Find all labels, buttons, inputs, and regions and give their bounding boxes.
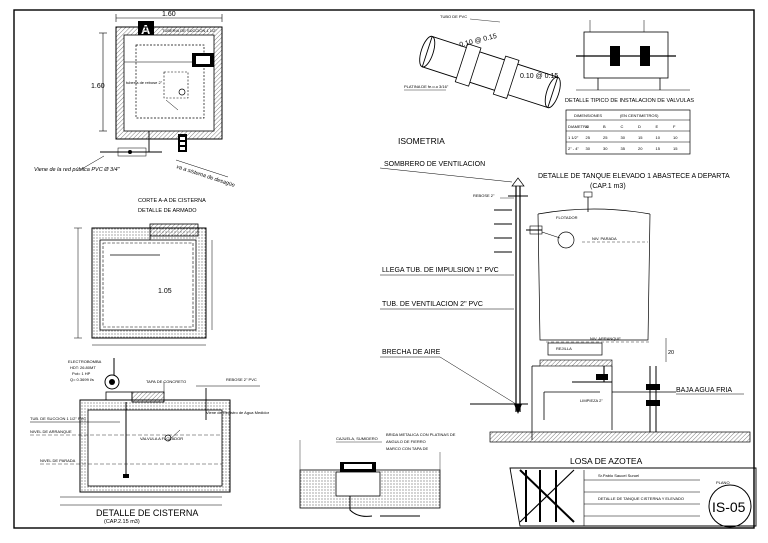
vent-pipe-label: TUB. DE VENTILACION 2" PVC [382, 301, 483, 308]
table-cell: 35 [621, 146, 626, 151]
valve-detail: TUBO DE PVC 0.10 @ 0.15 0.10 @ 0.15 PLAT… [404, 14, 694, 155]
plan-dim-left: 1.60 [91, 83, 105, 90]
lid-note-2: ANGULO DE FIERRO [386, 439, 426, 444]
title-block: Sr.Pablo Saucel Suruel DETALLE DE TANQUE… [509, 467, 757, 528]
tank-capacity: (CAP.1 m3) [590, 183, 626, 190]
section-inner-dim: 1.05 [158, 288, 172, 295]
sheet-border [13, 9, 755, 529]
tank-dim-side: 20 [668, 350, 674, 356]
section-title-2: DETALLE DE ARMADO [138, 208, 197, 214]
pump-label: ELECTROBOMBA [68, 359, 102, 364]
table-cell: 15 [656, 146, 661, 151]
table-cell: 10 [656, 135, 661, 140]
sheet-code: IS-05 [712, 499, 746, 515]
water-inlet-label: Viene de Registro de Agua Medidor [206, 410, 270, 415]
table-cell: A [586, 124, 589, 129]
cistern-capacity: (CAP.2.15 m3) [104, 519, 140, 525]
author-name: Sr.Pablo Saucel Suruel [598, 473, 639, 478]
tank-overflow: REBOSE 2" [473, 193, 495, 198]
table-cell: 30 [586, 146, 591, 151]
float-label: FLOTADOR [556, 215, 578, 220]
sheet-description: DETALLE DE TANQUE CISTERNA Y ELEVADO [598, 496, 684, 501]
tank-stop-level: NIV. PARADA [592, 236, 617, 241]
table-cell: E [656, 124, 659, 129]
table-cell: 30 [603, 146, 608, 151]
table-cell: 25 [603, 135, 608, 140]
valve-dim-a: 0.10 @ 0.15 [459, 33, 498, 49]
lid-note-3: MARCO CON TAPA DE [386, 446, 429, 451]
table-cell: 25 [586, 135, 591, 140]
grille-label: REJILLA [556, 346, 572, 351]
cistern-plan-view: 1.60 A TUBERIA DE SUCCION 1 1/2" tubería… [34, 11, 235, 189]
water-down-label: BAJA AGUA FRIA [676, 387, 732, 394]
table-cell: 15 [638, 135, 643, 140]
table-cell: 30 [621, 135, 626, 140]
table-header-left: DIMENSIONES [574, 113, 602, 118]
valve-install-title: DETALLE TIPICO DE INSTALACION DE VALVULA… [565, 98, 694, 104]
table-cell: 20 [638, 146, 643, 151]
pump-spec-1: HDT: 26.80MT [70, 365, 96, 370]
stop-level-label: NIVEL DE PARADA [40, 458, 76, 463]
lid-note-1: BRIDA METALICA CON PLATINAS DE [386, 432, 456, 437]
vent-cap-label: SOMBRERO DE VENTILACION [384, 161, 485, 168]
sump-label: CAJUELA, SUMIDERO [336, 436, 378, 441]
table-cell: B [603, 124, 606, 129]
plan-dim-top: 1.60 [162, 11, 176, 18]
table-cell: C [621, 124, 624, 129]
table-cell: 2" - 4" [568, 146, 579, 151]
elevated-tank-detail: ISOMETRIA DETALLE DE TANQUE ELEVADO 1 AB… [379, 136, 751, 466]
table-cell: 10 [673, 135, 678, 140]
cistern-title: DETALLE DE CISTERNA [96, 508, 198, 518]
plan-note-suction: TUBERIA DE SUCCION 1 1/2" [162, 28, 217, 33]
table-cell: 1 1/2" [568, 135, 579, 140]
plan-note-overflow: tubería de rebose 2" [126, 80, 163, 85]
cistern-detail: ELECTROBOMBA HDT: 26.80MT Pot= 1 HP Q= 0… [30, 358, 270, 525]
table-cell: DIAMETRO [568, 124, 589, 129]
table-header-right: (EN CENTIMETROS) [620, 113, 659, 118]
start-level-label: NIVEL DE ARRANQUE [30, 429, 72, 434]
table-cell: F [673, 124, 676, 129]
plan-note-network: Viene de la red pública PVC Ø 3/4" [34, 167, 121, 173]
cleaning-label: LIMPIEZA 2" [580, 398, 603, 403]
pump-spec-3: Q= 0.3699 l/s [70, 377, 94, 382]
plate-label: PLATINA DE fe.o.o 3/16" [404, 84, 449, 89]
tank-title: DETALLE DE TANQUE ELEVADO 1 ABASTECE A D… [538, 173, 730, 180]
tank-start-level: NIV. ARRANQUE [590, 336, 621, 341]
sheet-label: PLANO [716, 480, 730, 485]
concrete-lid-label: TAPA DE CONCRETO [146, 379, 186, 384]
table-cell: D [638, 124, 641, 129]
pump-spec-2: Pot= 1 HP [72, 371, 91, 376]
cistern-overflow-label: REBOSE 2" PVC [226, 377, 257, 382]
float-valve-label: VALVULA A FLOTADOR [140, 436, 183, 441]
suction-label: TUB. DE SUCCION 1 1/2" PVC [30, 416, 86, 421]
air-gap-label: BRECHA DE AIRE [382, 349, 441, 356]
section-title-1: CORTE A-A DE CISTERNA [138, 198, 206, 204]
cistern-section-detail: CORTE A-A DE CISTERNA DETALLE DE ARMADO … [74, 198, 213, 346]
roof-slab-label: LOSA DE AZOTEA [570, 456, 643, 466]
impulsion-label: LLEGA TUB. DE IMPULSION 1" PVC [382, 267, 499, 274]
table-cell: 15 [673, 146, 678, 151]
pvc-pipe-label: TUBO DE PVC [440, 14, 467, 19]
isometric-title: ISOMETRIA [398, 136, 445, 146]
valve-dim-b: 0.10 @ 0.15 [520, 73, 558, 80]
sump-lid-detail: CAJUELA, SUMIDERO BRIDA METALICA CON PLA… [299, 432, 456, 517]
